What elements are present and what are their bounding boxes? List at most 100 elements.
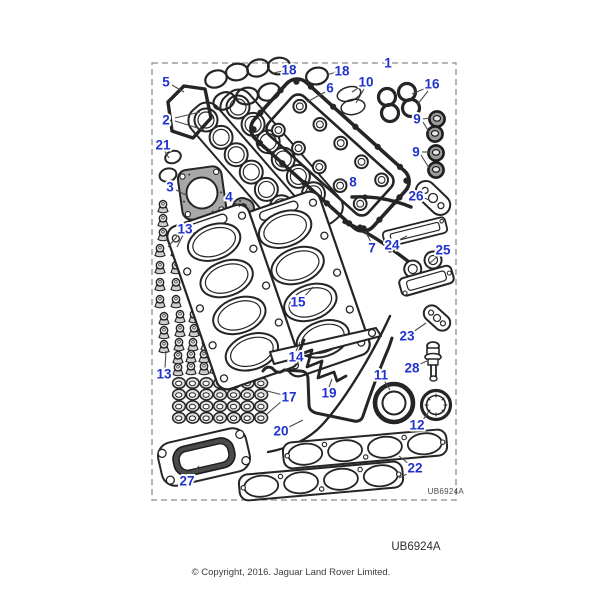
- callout-8: 8: [349, 175, 357, 190]
- valve-stem-seal: [170, 294, 182, 309]
- valve-stem-seal: [185, 361, 197, 376]
- callout-leader-line: [171, 84, 185, 93]
- callout-27: 27: [179, 474, 194, 489]
- valve-stem-seal: [157, 213, 169, 228]
- valve-stem-seal: [187, 337, 199, 352]
- callout-3: 3: [166, 180, 174, 195]
- part-9-grommets: [426, 110, 446, 179]
- callout-leader-line: [295, 341, 301, 352]
- callout-leader-line: [164, 350, 167, 369]
- valve-stem-seal: [154, 294, 166, 309]
- valve-stem-seal: [154, 243, 166, 258]
- callout-leader-line: [175, 189, 189, 197]
- diagram-code-footer: UB6924A: [391, 541, 441, 553]
- callout-leader-line: [306, 91, 326, 103]
- bolt-seal: [240, 411, 255, 424]
- callout-9: 9: [412, 145, 420, 160]
- valve-stem-seal: [198, 361, 210, 376]
- callout-leader-line: [411, 87, 427, 95]
- callout-leader-line: [176, 234, 184, 248]
- bolt-seal: [199, 388, 214, 401]
- part-11-crank-seal: [372, 381, 416, 425]
- callout-6: 6: [326, 81, 334, 96]
- o-ring: [379, 102, 401, 124]
- callout-leader-line: [272, 70, 284, 74]
- valve-stem-seal: [174, 323, 186, 338]
- grommet: [427, 161, 445, 179]
- callout-24: 24: [384, 238, 400, 253]
- bolt-seal: [212, 388, 228, 401]
- bolt-seal: [185, 388, 200, 401]
- valve-stem-seal: [174, 309, 186, 324]
- callout-leader-line: [421, 196, 430, 201]
- callout-leader-line: [190, 465, 200, 477]
- callout-9: 9: [413, 112, 421, 127]
- grommet: [427, 144, 445, 162]
- spark-plug-seal: [312, 117, 328, 132]
- callout-leader-line: [355, 88, 365, 104]
- part-27-flange-gasket: [156, 427, 252, 487]
- bolt-seal: [185, 411, 200, 424]
- valve-stem-seal: [172, 362, 184, 377]
- grommet: [426, 125, 444, 143]
- callout-leader-line: [338, 178, 348, 183]
- o-ring: [376, 86, 398, 108]
- callout-10: 10: [358, 75, 373, 90]
- spark-plug-seal: [292, 98, 308, 114]
- part-22-exhaust-gasket: [281, 427, 449, 471]
- callout-5: 5: [162, 75, 170, 90]
- callout-leader-line: [163, 149, 170, 159]
- callout-7: 7: [368, 241, 376, 256]
- part-24-frame-gasket: [381, 216, 449, 248]
- bolt-seal: [240, 400, 255, 413]
- spark-plug-seal: [311, 159, 327, 175]
- callout-11: 11: [374, 368, 389, 383]
- copyright-text: © Copyright, 2016. Jaguar Land Rover Lim…: [191, 567, 391, 578]
- grommet: [428, 110, 446, 128]
- bolt-seal: [171, 376, 187, 390]
- callout-leader-line: [422, 121, 430, 133]
- valve-stem-seal: [170, 277, 182, 292]
- valve-stem-seal: [157, 199, 169, 214]
- spark-plug-seal: [291, 140, 306, 156]
- callout-leader-line: [351, 85, 362, 93]
- callout-leader-line: [412, 322, 427, 333]
- callout-13: 13: [156, 367, 172, 382]
- callout-leader-line: [302, 286, 314, 299]
- callout-20: 20: [273, 424, 288, 439]
- spark-plug-seal: [374, 172, 389, 188]
- callout-leader-line: [364, 230, 372, 243]
- callout-1: 1: [384, 56, 392, 71]
- callout-leader-line: [420, 154, 430, 169]
- callout-leader-line: [398, 471, 412, 479]
- callout-leader-line: [422, 117, 431, 120]
- spark-plug-seal: [271, 122, 286, 138]
- callout-leader-line: [232, 200, 241, 208]
- bolt-seal: [171, 400, 187, 413]
- valve-stem-seal: [158, 339, 170, 354]
- callout-leader-line: [328, 378, 333, 388]
- bolt-seal: [199, 376, 214, 390]
- callout-17: 17: [281, 390, 296, 405]
- part-12-seal: [419, 388, 453, 422]
- part-26-flange-gasket: [414, 180, 452, 216]
- bolt-seal: [185, 400, 200, 413]
- gasket-beads: [250, 78, 410, 232]
- callout-19: 19: [321, 386, 336, 401]
- kit-dashed-border: [151, 62, 457, 501]
- callout-4: 4: [225, 190, 233, 205]
- spark-plug-seal: [333, 135, 349, 151]
- callout-leader-line: [383, 379, 391, 391]
- callout-2: 2: [162, 113, 170, 128]
- valve-stem-seal: [185, 349, 197, 364]
- callout-14: 14: [288, 350, 304, 365]
- callout-leader-line: [266, 390, 284, 396]
- callout-28: 28: [404, 361, 420, 376]
- callout-25: 25: [435, 243, 451, 258]
- callout-leader-line: [421, 412, 429, 422]
- small-gasket-ring: [223, 61, 251, 83]
- bolt-seal: [254, 411, 269, 424]
- o-ring: [396, 81, 418, 103]
- part-10-o-rings: [336, 85, 366, 116]
